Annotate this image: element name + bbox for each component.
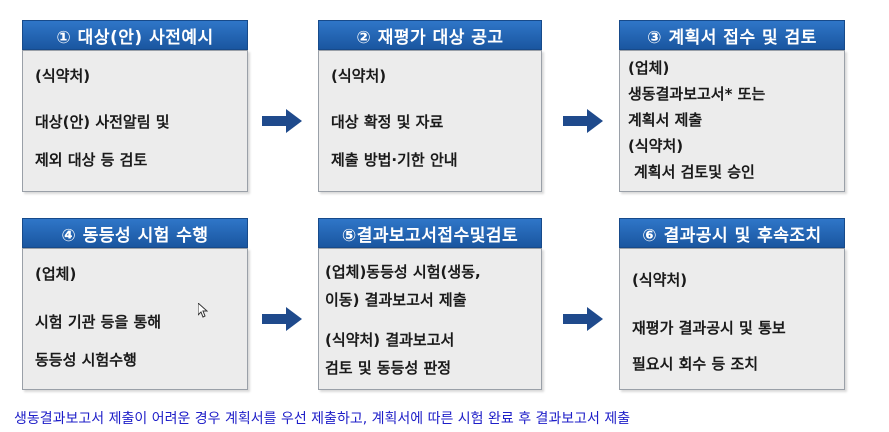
arrow-right-icon bbox=[563, 307, 603, 331]
step-5-line: (업체)동등성 시험(생동, bbox=[325, 263, 481, 281]
step-5-line: 검토 및 동등성 판정 bbox=[325, 359, 452, 377]
step-6-line: 재평가 결과공시 및 통보 bbox=[632, 319, 786, 337]
step-5-title: ⑤결과보고서접수및검토 bbox=[318, 218, 542, 248]
step-1-line: 대상(안) 사전알림 및 bbox=[35, 113, 170, 131]
step-5-line: 이동) 결과보고서 제출 bbox=[325, 291, 467, 309]
step-3-line: (식약처) bbox=[628, 137, 684, 155]
step-6-title: ⑥ 결과공시 및 후속조치 bbox=[619, 218, 845, 248]
step-2-line: 제출 방법·기한 안내 bbox=[331, 151, 458, 169]
step-3-line: 생동결과보고서* 또는 bbox=[628, 85, 766, 103]
step-4-line: 시험 기관 등을 통해 bbox=[35, 313, 162, 331]
step-2-title: ② 재평가 대상 공고 bbox=[318, 20, 542, 50]
step-6-line: 필요시 회수 등 조치 bbox=[632, 355, 759, 373]
step-3: ③ 계획서 접수 및 검토 (업체) 생동결과보고서* 또는 계획서 제출 (식… bbox=[619, 20, 845, 192]
step-6: ⑥ 결과공시 및 후속조치 (식약처) 재평가 결과공시 및 통보 필요시 회수… bbox=[619, 218, 845, 390]
step-2-line: (식약처) bbox=[331, 67, 387, 85]
step-3-line: (업체) bbox=[628, 59, 670, 77]
step-1-line: (식약처) bbox=[35, 67, 91, 85]
step-2: ② 재평가 대상 공고 (식약처) 대상 확정 및 자료 제출 방법·기한 안내 bbox=[318, 20, 542, 192]
step-5-line: (식약처) 결과보고서 bbox=[325, 331, 455, 349]
mouse-cursor-icon bbox=[198, 303, 208, 318]
step-3-line: 계획서 제출 bbox=[628, 111, 703, 129]
step-1: ① 대상(안) 사전예시 (식약처) 대상(안) 사전알림 및 제외 대상 등 … bbox=[22, 20, 248, 192]
step-5: ⑤결과보고서접수및검토 (업체)동등성 시험(생동, 이동) 결과보고서 제출 … bbox=[318, 218, 542, 390]
step-5-body: (업체)동등성 시험(생동, 이동) 결과보고서 제출 (식약처) 결과보고서 … bbox=[318, 248, 542, 390]
step-3-body: (업체) 생동결과보고서* 또는 계획서 제출 (식약처) 계획서 검토및 승인 bbox=[619, 50, 845, 192]
step-4-line: 동등성 시험수행 bbox=[35, 351, 137, 369]
step-1-line: 제외 대상 등 검토 bbox=[35, 151, 148, 169]
step-4-body: (업체) 시험 기관 등을 통해 동등성 시험수행 bbox=[22, 248, 248, 390]
step-1-title: ① 대상(안) 사전예시 bbox=[22, 20, 248, 50]
step-4-title: ④ 동등성 시험 수행 bbox=[22, 218, 248, 248]
step-2-body: (식약처) 대상 확정 및 자료 제출 방법·기한 안내 bbox=[318, 50, 542, 192]
arrow-right-icon bbox=[262, 307, 302, 331]
step-6-line: (식약처) bbox=[632, 271, 688, 289]
step-6-body: (식약처) 재평가 결과공시 및 통보 필요시 회수 등 조치 bbox=[619, 248, 845, 390]
step-2-line: 대상 확정 및 자료 bbox=[331, 113, 444, 131]
step-3-title: ③ 계획서 접수 및 검토 bbox=[619, 20, 845, 50]
step-1-body: (식약처) 대상(안) 사전알림 및 제외 대상 등 검토 bbox=[22, 50, 248, 192]
step-3-line: 계획서 검토및 승인 bbox=[634, 163, 755, 181]
arrow-right-icon bbox=[262, 109, 302, 133]
step-4-line: (업체) bbox=[35, 265, 77, 283]
footnote: 생동결과보고서 제출이 어려운 경우 계획서를 우선 제출하고, 계획서에 따른… bbox=[14, 411, 631, 427]
step-4: ④ 동등성 시험 수행 (업체) 시험 기관 등을 통해 동등성 시험수행 bbox=[22, 218, 248, 390]
arrow-right-icon bbox=[563, 109, 603, 133]
